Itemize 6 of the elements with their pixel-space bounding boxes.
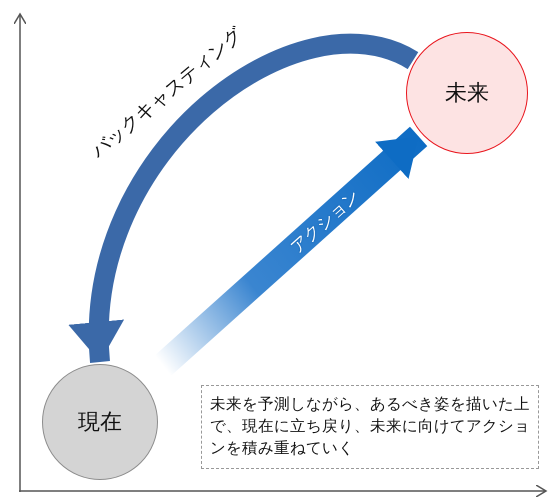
circle-node: 現在 bbox=[42, 364, 158, 480]
arrow bbox=[72, 34, 417, 362]
circle-node: 未来 bbox=[406, 32, 528, 154]
edge-label: アクション bbox=[286, 185, 365, 260]
edge-label: バックキャスティング bbox=[86, 22, 248, 164]
note-box: 未来を予測しながら、あるべき姿を描いた上で、現在に立ち戻り、未来に向けてアクションを積み重ねていく bbox=[201, 385, 539, 469]
